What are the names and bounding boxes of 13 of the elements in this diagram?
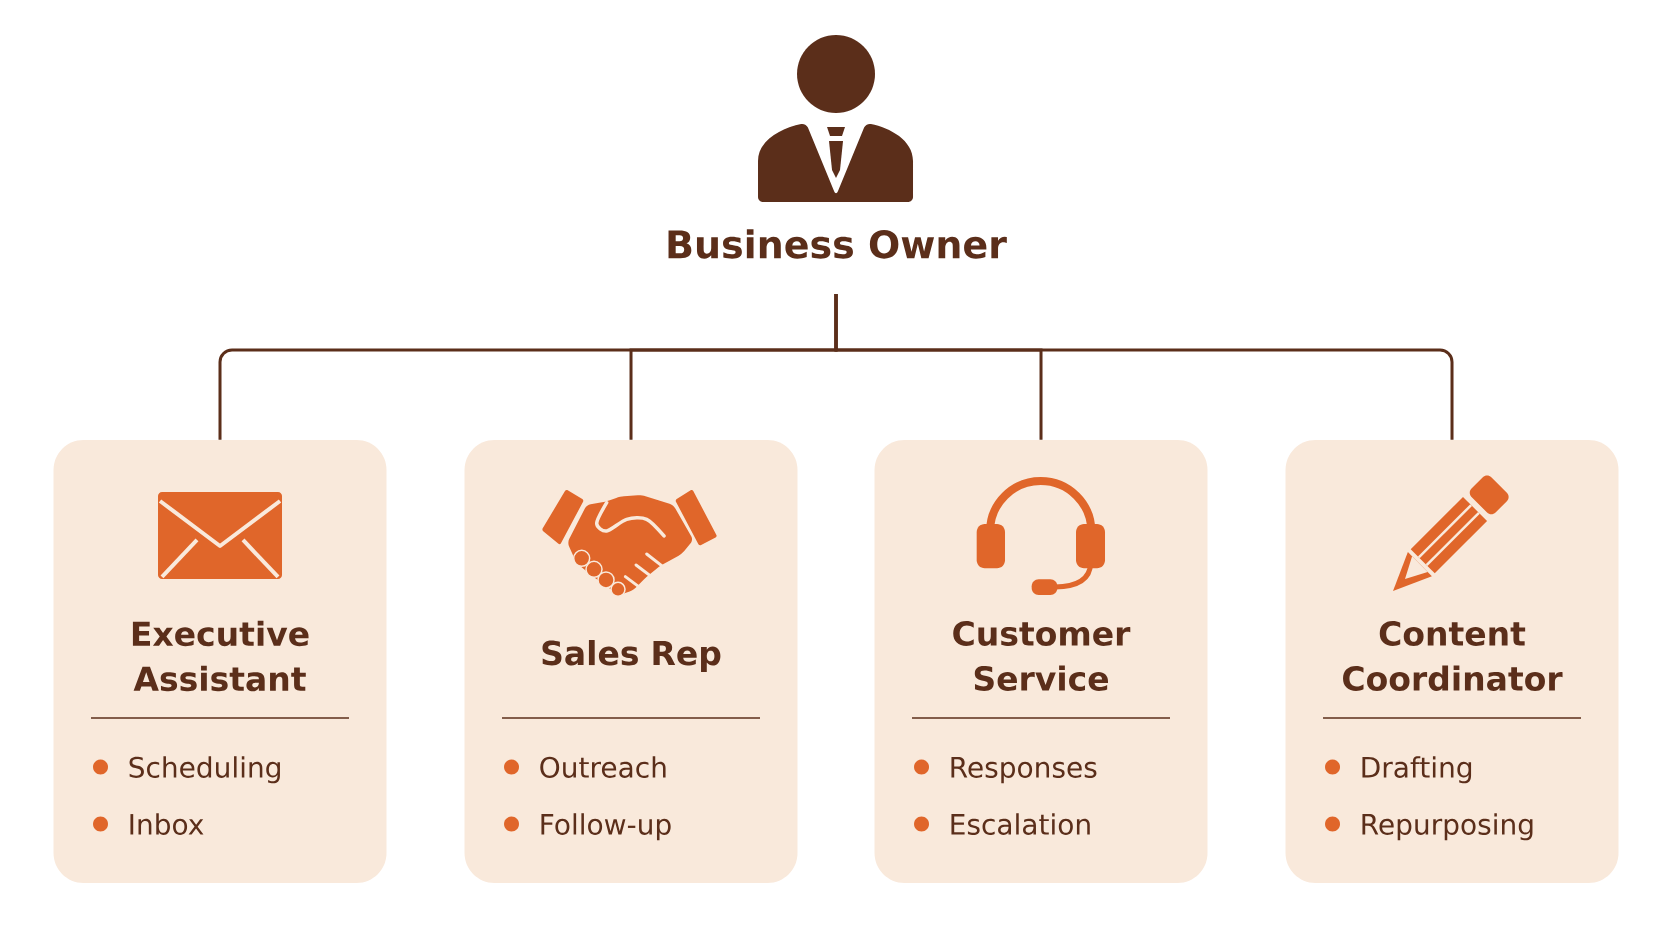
role-title: Sales Rep	[542, 640, 721, 672]
role-title: Content Coordinator	[1343, 621, 1563, 691]
list-item: Repurposing	[1362, 813, 1533, 841]
role-title: Customer Service	[953, 621, 1131, 691]
list-item: Outreach	[540, 756, 666, 778]
list-item: Drafting	[1362, 756, 1472, 784]
list-item: Follow-up	[541, 813, 671, 841]
role-title: Business Owner	[668, 229, 1007, 259]
list-item: Inbox	[130, 813, 204, 835]
list-item: Escalation	[951, 813, 1090, 835]
list-item: Scheduling	[129, 756, 280, 784]
role-title: Executive Assistant	[132, 620, 309, 692]
list-item: Responses	[951, 757, 1097, 784]
